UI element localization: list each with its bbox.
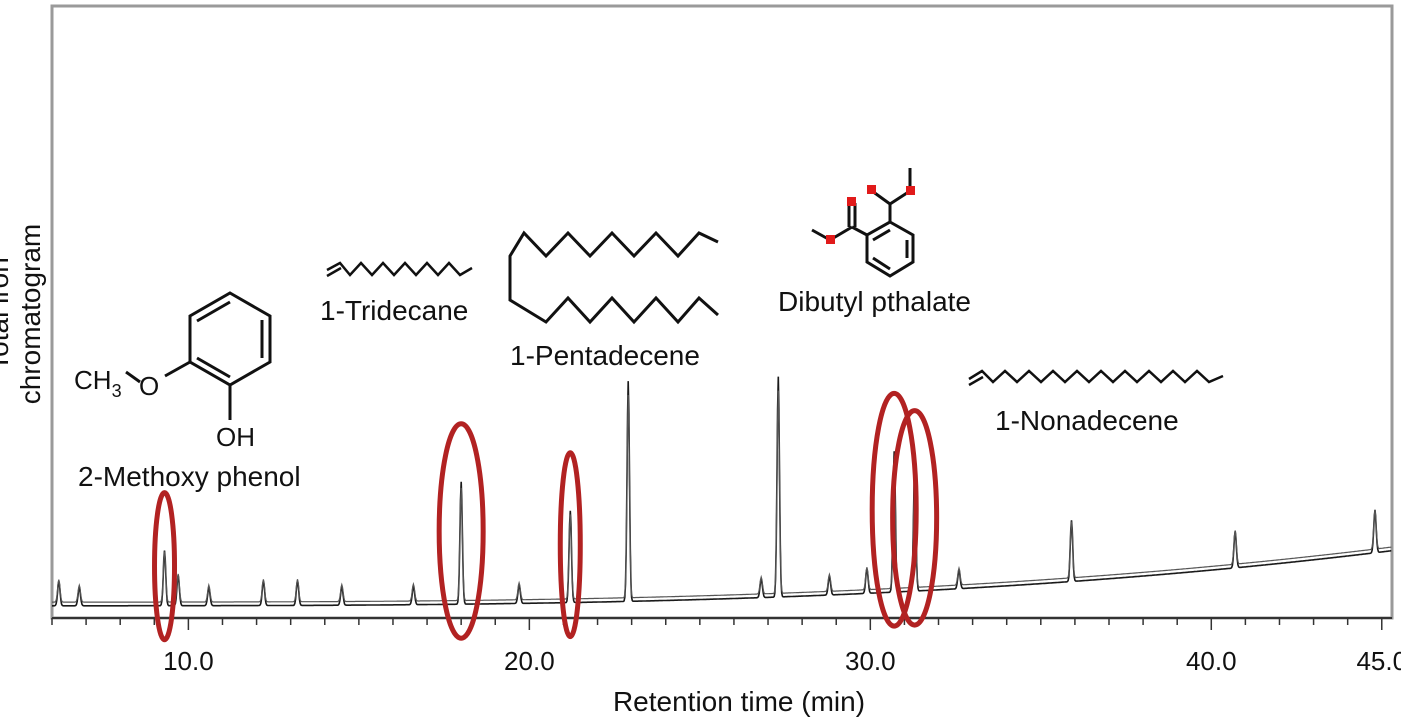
y-axis-label: Total iron chromatogram xyxy=(0,223,46,405)
nonadecene-structure xyxy=(968,369,1224,387)
pentadecene-structure xyxy=(508,230,720,325)
x-tick-label: 30.0 xyxy=(845,646,896,676)
dibutyl-oxygen-markers xyxy=(826,185,915,244)
highlight-ellipse xyxy=(557,450,583,640)
highlight-ellipses xyxy=(152,390,940,643)
x-axis-tick-labels: 10.0 20.0 30.0 40.0 45.0 xyxy=(163,646,1401,676)
x-tick-label: 45.0 xyxy=(1356,646,1401,676)
chromatogram-trace xyxy=(52,376,1392,607)
highlight-ellipse xyxy=(436,421,486,641)
tridecane-structure xyxy=(326,261,473,278)
highlight-ellipse xyxy=(152,490,178,643)
tridecane-label: 1-Tridecane xyxy=(320,295,469,326)
x-axis-label: Retention time (min) xyxy=(612,686,866,717)
methoxy-phenol-structure xyxy=(164,291,272,420)
plot-frame xyxy=(50,4,1394,620)
trace-group xyxy=(52,376,1392,607)
chromatogram-trace-secondary xyxy=(52,390,1392,603)
highlight-ellipse xyxy=(869,390,919,629)
pentadecene-label: 1-Pentadecene xyxy=(510,340,700,371)
methoxy-bond xyxy=(125,370,141,384)
ch3-label: CH3 xyxy=(74,365,122,401)
x-tick-label: 20.0 xyxy=(504,646,555,676)
x-tick-label: 40.0 xyxy=(1186,646,1237,676)
x-tick-label: 10.0 xyxy=(163,646,214,676)
x-axis-ticks xyxy=(51,618,1383,630)
nonadecene-label: 1-Nonadecene xyxy=(995,405,1179,436)
o-atom-label: O xyxy=(139,371,159,401)
methoxy-phenol-label: 2-Methoxy phenol xyxy=(78,461,301,492)
oh-atom-label: OH xyxy=(216,422,255,452)
dibutyl-pthalate-label: Dibutyl pthalate xyxy=(778,286,972,317)
dibutyl-pthalate-structure xyxy=(811,168,915,278)
highlight-ellipse xyxy=(890,408,940,628)
